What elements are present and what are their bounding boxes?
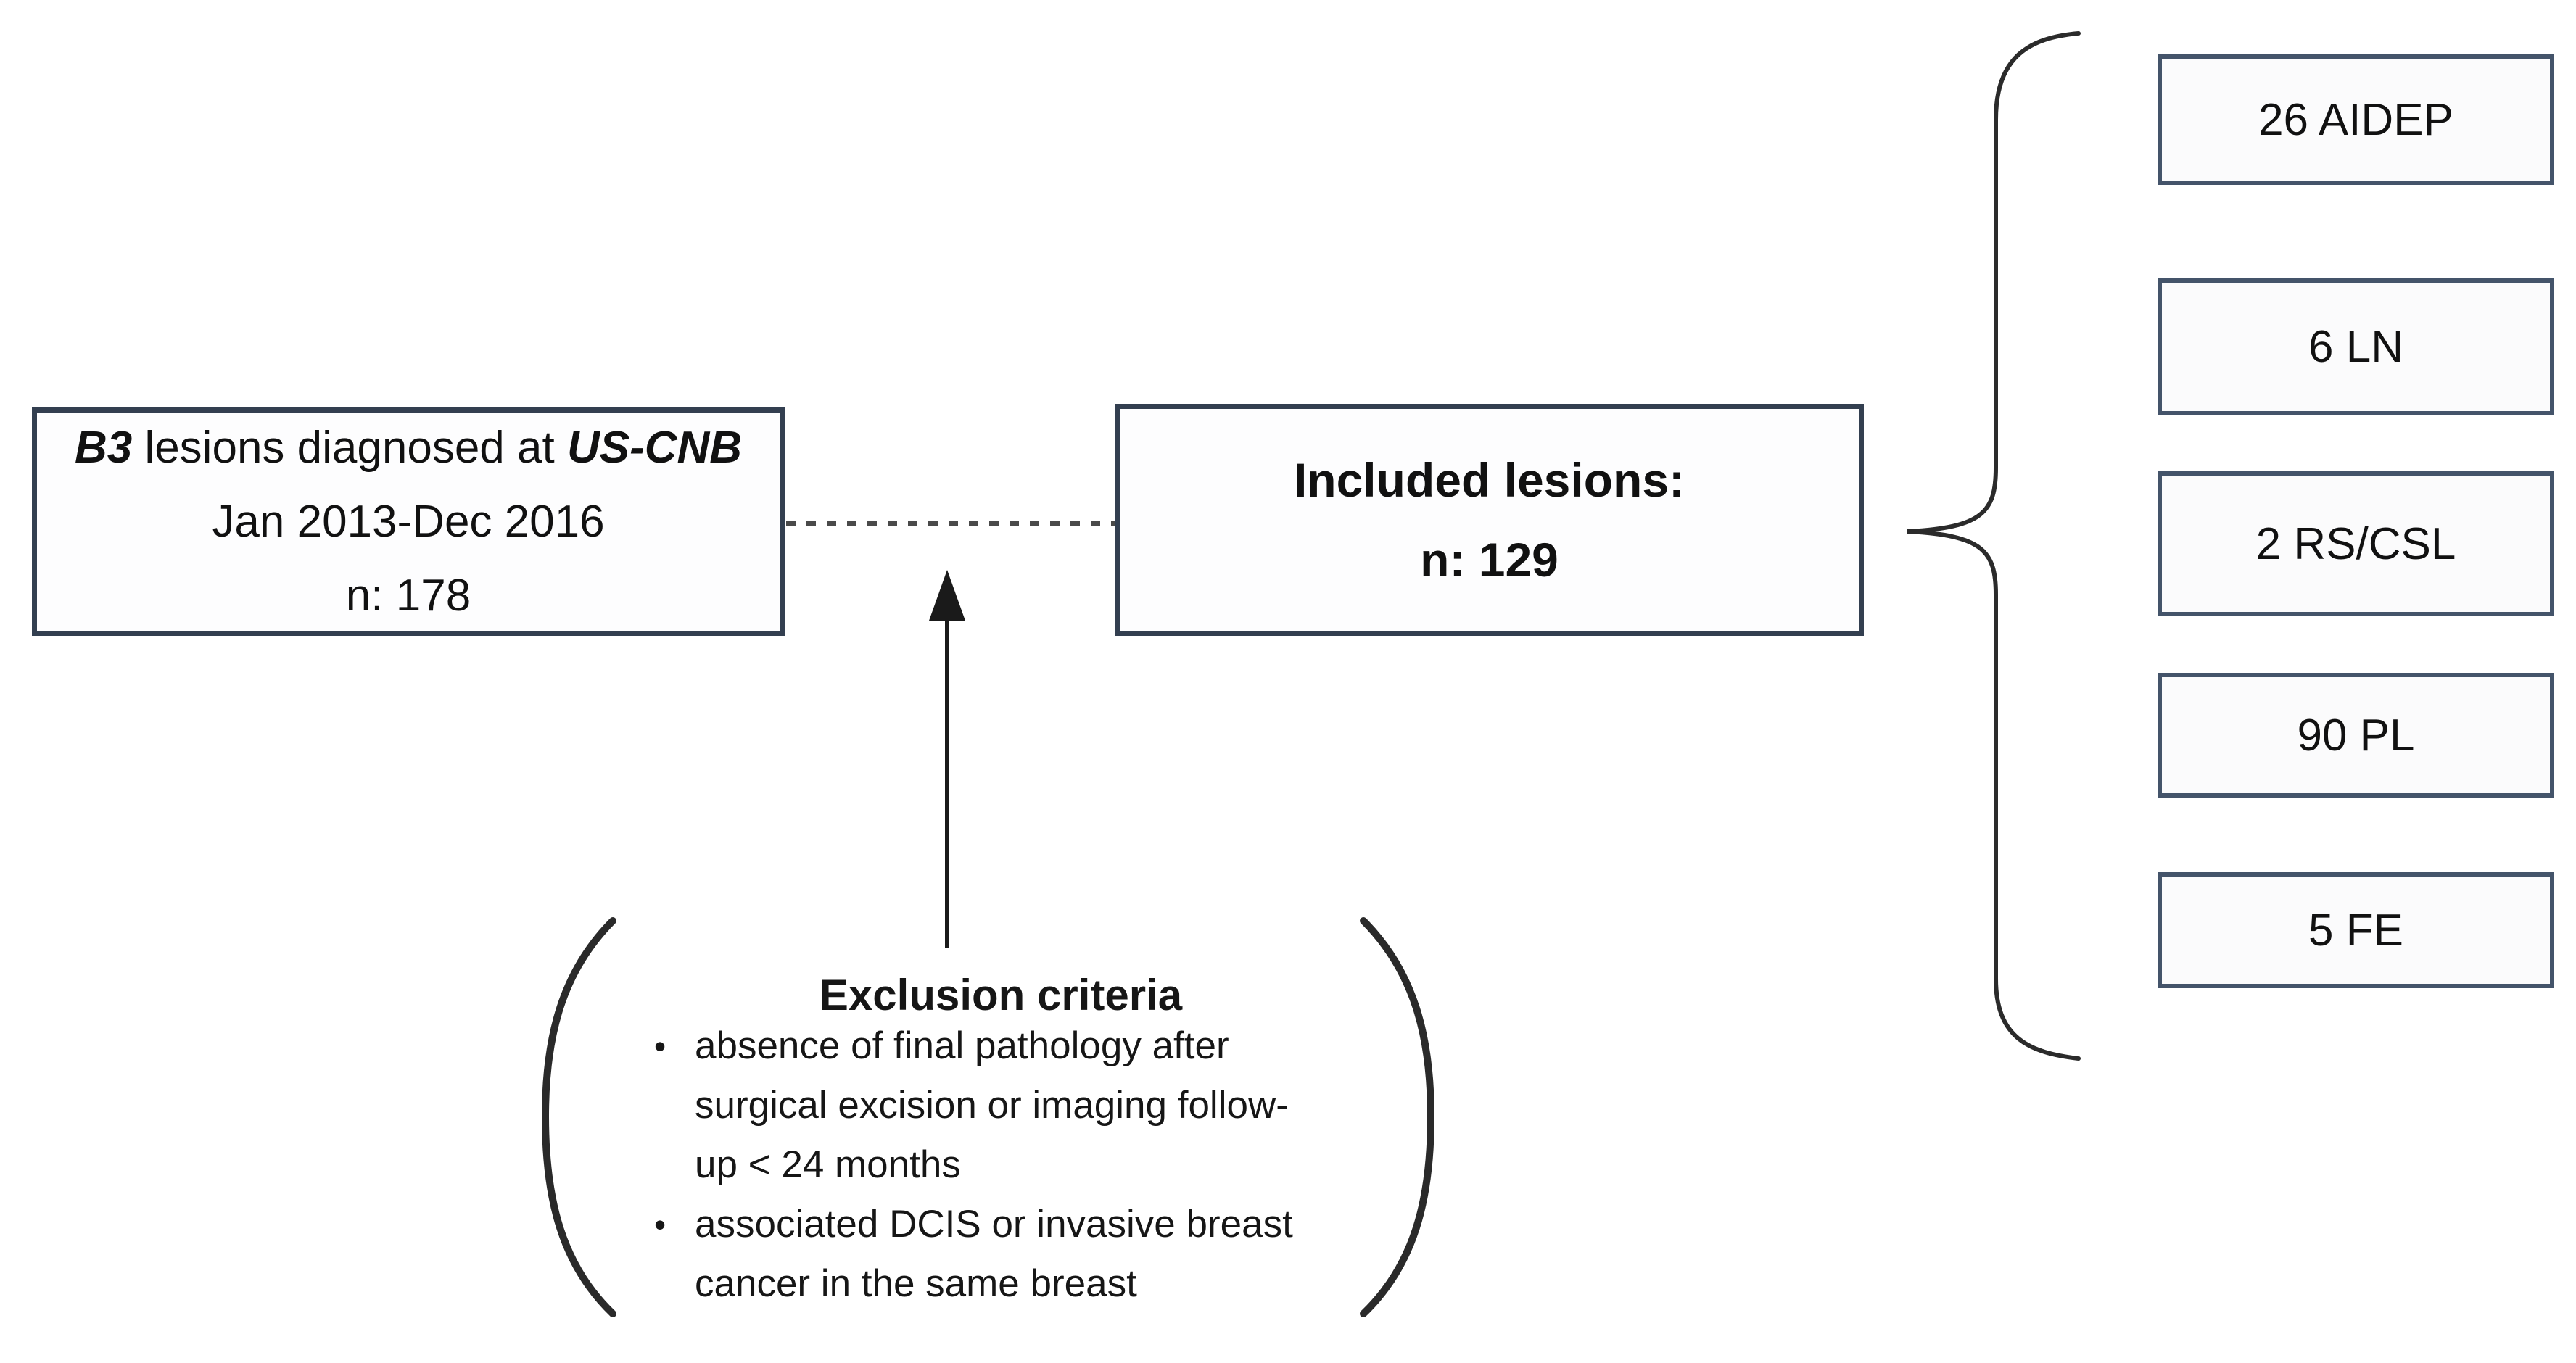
included-box-count: n: 129 bbox=[1420, 533, 1559, 587]
outcome-box-aidep: 26 AIDEP bbox=[2158, 54, 2554, 185]
exclusion-item: • associated DCIS or invasive breast can… bbox=[654, 1195, 1379, 1314]
bullet-icon: • bbox=[654, 1027, 666, 1065]
source-box-uscnb: US-CNB bbox=[566, 422, 743, 473]
source-box-count: n: 178 bbox=[345, 570, 471, 621]
outcome-box-label: 26 AIDEP bbox=[2258, 94, 2453, 145]
outcome-box-label: 5 FE bbox=[2308, 905, 2403, 956]
outcome-box-ln: 6 LN bbox=[2158, 278, 2554, 415]
included-box-text: Included lesions: n: 129 bbox=[1294, 440, 1685, 600]
outcome-box-rscsl: 2 RS/CSL bbox=[2158, 471, 2554, 616]
source-box-text: B3 lesions diagnosed at US-CNB Jan 2013-… bbox=[75, 411, 742, 633]
exclusion-item-text: associated DCIS or invasive breast cance… bbox=[695, 1203, 1293, 1305]
source-box-dates: Jan 2013-Dec 2016 bbox=[212, 496, 605, 547]
up-arrow bbox=[929, 570, 965, 948]
exclusion-item-text: absence of final pathology after surgica… bbox=[695, 1024, 1289, 1186]
outcome-box-label: 6 LN bbox=[2308, 322, 2403, 372]
curly-brace-icon bbox=[1907, 31, 2081, 1061]
right-parenthesis-icon bbox=[1360, 917, 1435, 1317]
outcome-box-fe: 5 FE bbox=[2158, 872, 2554, 988]
exclusion-item: • absence of final pathology after surgi… bbox=[654, 1016, 1379, 1195]
source-box-b3: B3 bbox=[74, 422, 133, 473]
outcome-box-label: 90 PL bbox=[2297, 710, 2415, 761]
included-box-title: Included lesions: bbox=[1293, 453, 1685, 507]
source-box-line1: B3 lesions diagnosed at US-CNB bbox=[75, 411, 742, 485]
exclusion-criteria-title: Exclusion criteria bbox=[819, 971, 1183, 1019]
source-box-middle: lesions diagnosed at bbox=[132, 422, 567, 473]
source-box: B3 lesions diagnosed at US-CNB Jan 2013-… bbox=[32, 407, 785, 636]
bullet-icon: • bbox=[654, 1206, 666, 1243]
left-parenthesis-icon bbox=[541, 917, 616, 1317]
exclusion-criteria-list: • absence of final pathology after surgi… bbox=[654, 1016, 1379, 1314]
included-box: Included lesions: n: 129 bbox=[1115, 404, 1864, 636]
outcome-box-label: 2 RS/CSL bbox=[2255, 518, 2456, 569]
outcome-box-pl: 90 PL bbox=[2158, 673, 2554, 798]
